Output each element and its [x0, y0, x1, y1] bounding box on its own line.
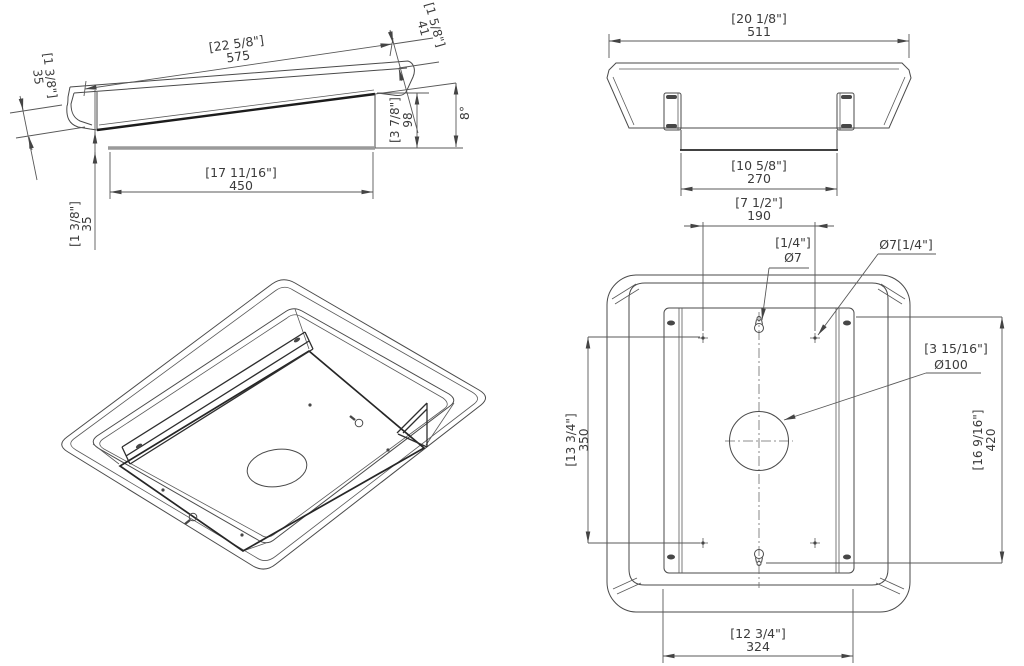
- iso-hole-2: [386, 448, 390, 452]
- iso-rail-slot-a: [293, 337, 301, 343]
- dim-ext-350: [588, 336, 700, 544]
- bottom-outer-outline: [606, 274, 911, 613]
- leader-keyhole: [761, 267, 770, 321]
- dim-label-420: [16 9/16"] 420: [971, 410, 998, 471]
- leader-center-hole: [783, 372, 927, 421]
- label-center-hole-inches: [3 15/16"]: [924, 341, 987, 356]
- dim-plate-width-mm: 324: [746, 639, 770, 654]
- dim-ext-511: [608, 34, 910, 58]
- iso-keyhole-left-tail: [184, 519, 191, 525]
- leader-hole: [817, 253, 879, 336]
- dim-height-mm: 98: [401, 112, 415, 127]
- side-underside-inner-line: [98, 89, 375, 126]
- dim-lip-mm: 35: [30, 69, 46, 86]
- iso-rim-inner: [92, 308, 455, 544]
- iso-rail-slot-b: [135, 443, 143, 449]
- dim-bracket-mm: 270: [747, 171, 771, 186]
- dim-arrow-41b: [398, 68, 405, 82]
- front-right-flange: [836, 92, 855, 131]
- iso-hole-1: [308, 403, 312, 407]
- bottom-centerlines: [725, 312, 793, 588]
- dim-drop-inches: [1 3/8"]: [68, 201, 82, 247]
- bottom-rail-slot-bl: [667, 554, 675, 560]
- isometric-view: [61, 279, 486, 570]
- bottom-view: [7 1/2"] 190 [1/4"] Ø7 Ø7[1/4"] [3 15/16…: [564, 195, 1005, 663]
- dim-label-angle: 8°: [457, 106, 472, 120]
- dim-spacing-mm: 190: [747, 208, 771, 223]
- dim-base-mm: 450: [229, 178, 253, 193]
- front-right-flange-slot-top: [841, 95, 852, 99]
- dim-arrow-35a: [18, 98, 24, 111]
- side-extension-lines: [9, 37, 463, 149]
- dim-lip-inches: [1 3/8"]: [40, 52, 59, 99]
- dim-label-575: [22 5/8"] 575: [208, 32, 265, 65]
- dim-line-575: [84, 43, 393, 90]
- dim-bracket-inches: [10 5/8"]: [731, 158, 787, 173]
- dim-height-inches: [3 7/8"]: [388, 97, 402, 143]
- iso-hole-4: [240, 533, 244, 537]
- iso-keyhole-right: [354, 418, 364, 428]
- dim-spacing-inches: [7 1/2"]: [735, 195, 783, 210]
- dim-arrow-35b: [28, 136, 34, 151]
- iso-rim-mid: [70, 286, 478, 561]
- dim-base-inches: [17 11/16"]: [205, 165, 276, 180]
- dim-label-35-lip: [1 3/8"] 35: [30, 52, 60, 99]
- dim-plate-height-inches: [16 9/16"]: [971, 410, 985, 471]
- dim-ext-190: [702, 222, 816, 331]
- dim-slope-angle: 8°: [457, 106, 472, 120]
- front-left-flange: [663, 92, 682, 131]
- front-left-flange-slot-top: [666, 95, 677, 99]
- bottom-rail-slot-tl: [667, 320, 675, 326]
- label-hole-dia: Ø7[1/4"]: [879, 237, 932, 252]
- front-bracket-sides: [680, 130, 838, 150]
- iso-corner-creases: [92, 308, 455, 551]
- bottom-rail-slot-tr: [843, 320, 851, 326]
- iso-rim-outer: [61, 279, 486, 570]
- side-view: [22 5/8"] 575 [1 5/8"] 41 [1 3/8"] 35 [3…: [9, 1, 472, 250]
- iso-keyhole-left: [188, 512, 198, 522]
- label-keyhole-mm: Ø7: [784, 250, 802, 265]
- dim-ext-420: [766, 316, 1002, 564]
- front-inner-lines: [612, 68, 906, 126]
- dim-width-mm: 511: [747, 24, 771, 39]
- bottom-center-hole: [729, 411, 789, 471]
- bottom-corner-chamfers: [611, 283, 906, 595]
- iso-center-hole: [246, 448, 308, 488]
- bottom-rim-inner: [628, 282, 889, 586]
- dim-slot-spacing-inches: [13 3/4"]: [564, 413, 578, 466]
- side-underside-edge: [96, 92, 376, 132]
- bottom-keyhole-bottom: [754, 549, 764, 566]
- iso-plate-outline: [118, 349, 426, 553]
- dim-label-98: [3 7/8"] 98: [388, 97, 415, 143]
- bottom-hole-marks: [698, 333, 820, 548]
- label-center-hole-mm: Ø100: [934, 357, 968, 372]
- dim-label-350: [13 3/4"] 350: [564, 413, 591, 466]
- front-view: [20 1/8"] 511 [10 5/8"] 270: [606, 11, 912, 196]
- front-right-flange-slot-bottom: [841, 124, 852, 128]
- dim-drop-mm: 35: [80, 216, 94, 231]
- dim-rim-mm: 41: [414, 19, 432, 38]
- dim-width-inches: [20 1/8"]: [731, 11, 787, 26]
- bottom-rails: [678, 308, 840, 573]
- iso-short-rail: [396, 402, 428, 448]
- dim-ext-324: [662, 589, 854, 663]
- dim-arrow-41a: [387, 30, 394, 44]
- dim-slot-spacing-mm: 350: [577, 429, 591, 452]
- iso-keyhole-right-tail: [349, 415, 356, 421]
- label-keyhole-inches: [1/4"]: [775, 235, 811, 250]
- dim-top-length-mm: 575: [225, 47, 251, 65]
- iso-hole-3: [161, 488, 165, 492]
- bottom-rail-slot-br: [843, 554, 851, 560]
- bottom-keyhole-top: [754, 316, 764, 333]
- dim-line-41: [389, 29, 440, 134]
- iso-long-rail: [121, 331, 314, 465]
- dim-plate-width-inches: [12 3/4"]: [730, 626, 786, 641]
- dim-plate-height-mm: 420: [984, 429, 998, 452]
- front-left-flange-slot-bottom: [666, 124, 677, 128]
- dim-label-41: [1 5/8"] 41: [414, 1, 447, 49]
- dim-label-35-drop: [1 3/8"] 35: [68, 201, 94, 247]
- front-outline: [606, 62, 912, 129]
